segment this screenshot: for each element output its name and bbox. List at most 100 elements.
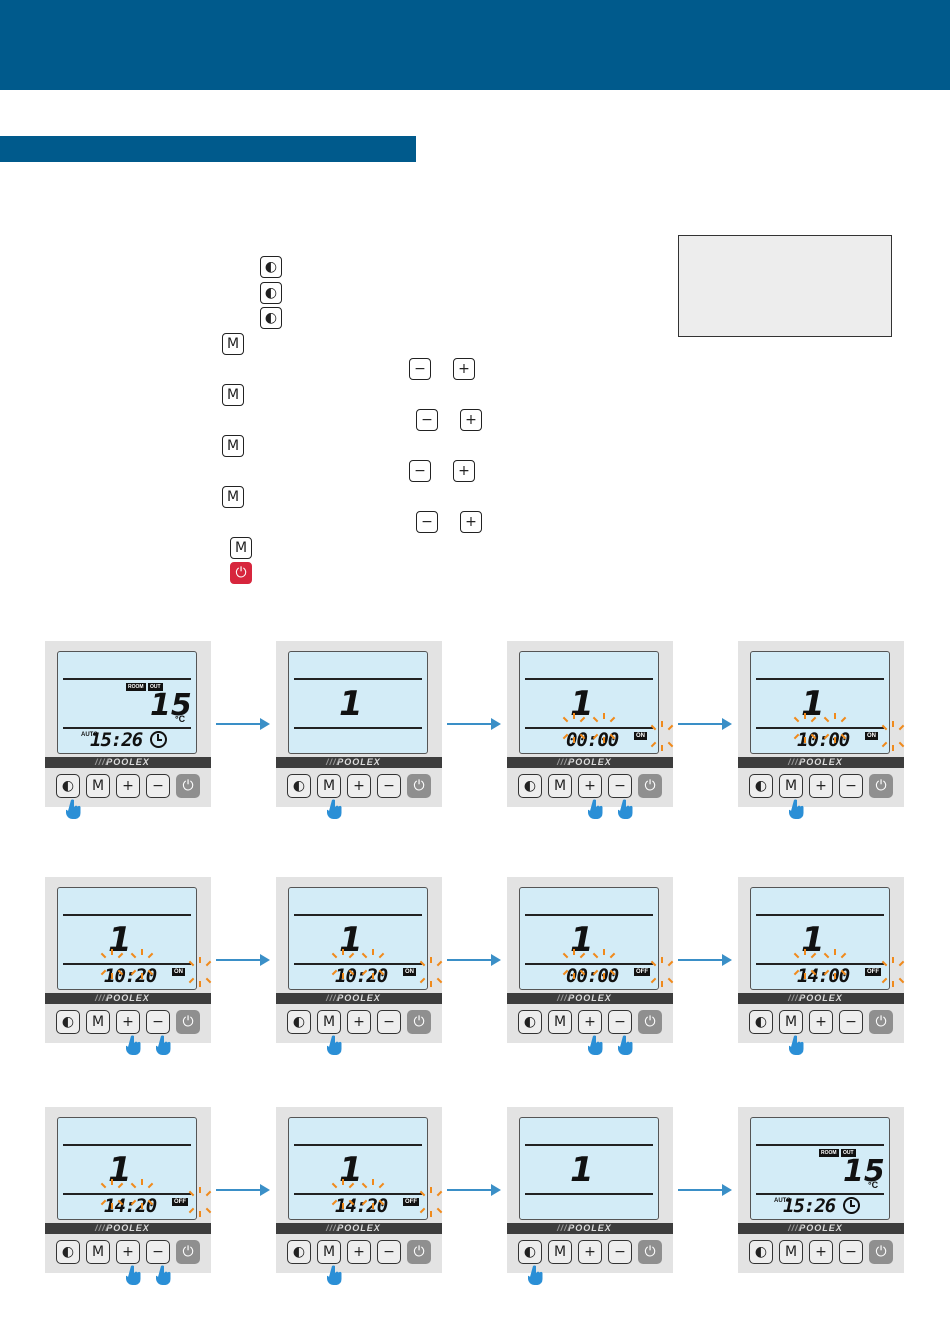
minus-button-icon: − [416,409,438,431]
power-button[interactable]: ⏻ [638,774,662,798]
menu-button[interactable]: M [548,1010,572,1034]
menu-button[interactable]: M [548,774,572,798]
plus-button[interactable]: + [347,774,371,798]
mode-button[interactable]: ◐ [518,1240,542,1264]
mode-button[interactable]: ◐ [287,774,311,798]
pressing-hand-icon [126,1035,141,1055]
section-bar [0,136,416,162]
blink-indicator-icon [416,957,446,987]
power-button[interactable]: ⏻ [176,1240,200,1264]
mode-button[interactable]: ◐ [287,1240,311,1264]
power-button[interactable]: ⏻ [638,1240,662,1264]
note-box [678,235,892,337]
blink-indicator-icon [127,1179,157,1209]
keypad: ◐M+−⏻ [749,1010,895,1034]
minus-button[interactable]: − [608,774,632,798]
brand-strip: POOLEX [507,993,673,1004]
status-tag: OFF [865,968,881,976]
menu-button[interactable]: M [317,1010,341,1034]
minus-button[interactable]: − [608,1010,632,1034]
power-button[interactable]: ⏻ [176,774,200,798]
brand-strip: POOLEX [45,993,211,1004]
mode-button[interactable]: ◐ [518,1010,542,1034]
temperature-value: 15 [843,1154,885,1189]
plus-button[interactable]: + [578,1240,602,1264]
flow-arrow [447,954,501,966]
menu-button[interactable]: M [86,1240,110,1264]
program-number: 1 [801,920,825,960]
status-tag: ON [865,732,878,740]
minus-button[interactable]: − [146,1010,170,1034]
menu-button[interactable]: M [86,1010,110,1034]
power-button[interactable]: ⏻ [407,1240,431,1264]
mode-button[interactable]: ◐ [56,1240,80,1264]
menu-button[interactable]: M [317,774,341,798]
plus-button[interactable]: + [578,774,602,798]
mode-button[interactable]: ◐ [56,774,80,798]
plus-button[interactable]: + [116,1240,140,1264]
power-button[interactable]: ⏻ [869,1010,893,1034]
mode-button[interactable]: ◐ [749,1010,773,1034]
power-button[interactable]: ⏻ [176,1010,200,1034]
menu-button[interactable]: M [548,1240,572,1264]
flow-arrow [678,954,732,966]
brand-strip: POOLEX [738,993,904,1004]
plus-button[interactable]: + [116,1010,140,1034]
program-number: 1 [570,684,594,724]
controller-panel: 114:00OFFPOOLEX◐M+−⏻ [738,877,905,1055]
plus-button[interactable]: + [809,1240,833,1264]
clock-time: 15:26 [90,729,143,751]
auto-label: AUTO [81,732,98,738]
power-button[interactable]: ⏻ [407,1010,431,1034]
power-button[interactable]: ⏻ [869,774,893,798]
plus-button[interactable]: + [347,1240,371,1264]
power-button[interactable]: ⏻ [638,1010,662,1034]
plus-button[interactable]: + [809,774,833,798]
clock-time: 15:26 [783,1195,836,1217]
minus-button[interactable]: − [146,774,170,798]
minus-button[interactable]: − [377,1010,401,1034]
plus-button[interactable]: + [578,1010,602,1034]
controller-panel: 1POOLEX◐M+−⏻ [507,1107,673,1285]
minus-button[interactable]: − [839,774,863,798]
program-number: 1 [339,920,363,960]
pressing-hand-icon [66,799,81,819]
pressing-hand-icon [528,1265,543,1285]
blink-indicator-icon [878,721,908,751]
minus-button[interactable]: − [839,1240,863,1264]
power-button[interactable]: ⏻ [869,1240,893,1264]
plus-button[interactable]: + [347,1010,371,1034]
menu-button[interactable]: M [779,1240,803,1264]
mode-button[interactable]: ◐ [287,1010,311,1034]
status-tag: ON [172,968,185,976]
power-button[interactable]: ⏻ [407,774,431,798]
minus-button[interactable]: − [608,1240,632,1264]
blink-indicator-icon [416,1187,446,1217]
brand-strip: POOLEX [738,757,904,768]
mode-button[interactable]: ◐ [56,1010,80,1034]
mode-button[interactable]: ◐ [749,774,773,798]
controller-panel: 110:20ONPOOLEX◐M+−⏻ [276,877,443,1055]
controller-panel: 114:20OFFPOOLEX◐M+−⏻ [276,1107,443,1285]
pressing-hand-icon [327,799,342,819]
menu-button[interactable]: M [779,1010,803,1034]
minus-button[interactable]: − [839,1010,863,1034]
mode-button[interactable]: ◐ [518,774,542,798]
mode-button[interactable]: ◐ [749,1240,773,1264]
menu-button[interactable]: M [317,1240,341,1264]
controller-panel: 100:00OFFPOOLEX◐M+−⏻ [507,877,674,1055]
minus-button[interactable]: − [146,1240,170,1264]
menu-button[interactable]: M [86,774,110,798]
plus-button[interactable]: + [809,1010,833,1034]
minus-button[interactable]: − [377,1240,401,1264]
brand-strip: POOLEX [507,757,673,768]
flow-arrow [447,1184,501,1196]
plus-button[interactable]: + [116,774,140,798]
minus-button[interactable]: − [377,774,401,798]
menu-button[interactable]: M [779,774,803,798]
